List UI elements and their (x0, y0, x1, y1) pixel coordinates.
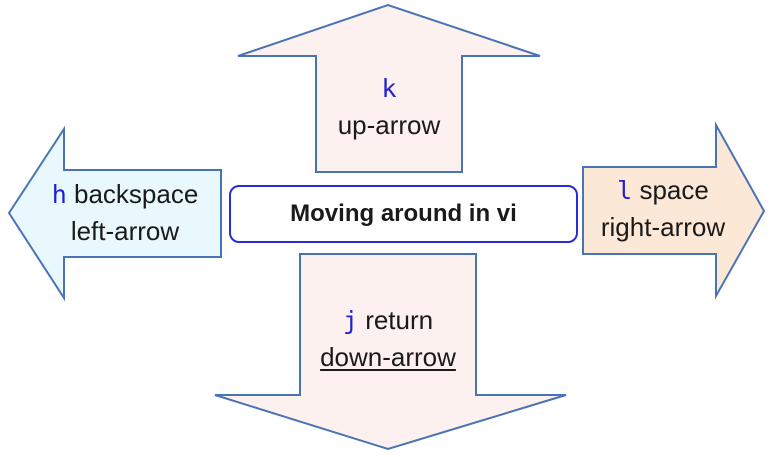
right-key: l (617, 176, 633, 205)
right-line2-text: right-arrow (600, 212, 726, 242)
up-arrow-shape (237, 3, 541, 173)
up-key: k (381, 74, 397, 103)
right-arrow-shape (582, 121, 766, 300)
left-line2-text: left-arrow (70, 216, 180, 246)
down-arrow-shape (214, 253, 567, 451)
left-label: h backspace left-arrow (28, 176, 222, 249)
right-line1-text: space (639, 175, 709, 205)
down-line2-text: down-arrow (320, 342, 456, 372)
diagram-title: Moving around in vi (290, 200, 517, 227)
center-title-box: Moving around in vi (229, 185, 578, 243)
up-text: up-arrow (337, 110, 441, 140)
down-key: j (342, 306, 358, 335)
down-line1-text: return (365, 305, 434, 335)
right-label: l space right-arrow (580, 172, 746, 245)
down-label: j return down-arrow (300, 302, 476, 375)
left-line1-text: backspace (73, 179, 199, 209)
up-label: k up-arrow (316, 70, 462, 143)
left-key: h (51, 180, 67, 209)
left-arrow-shape (7, 125, 222, 302)
